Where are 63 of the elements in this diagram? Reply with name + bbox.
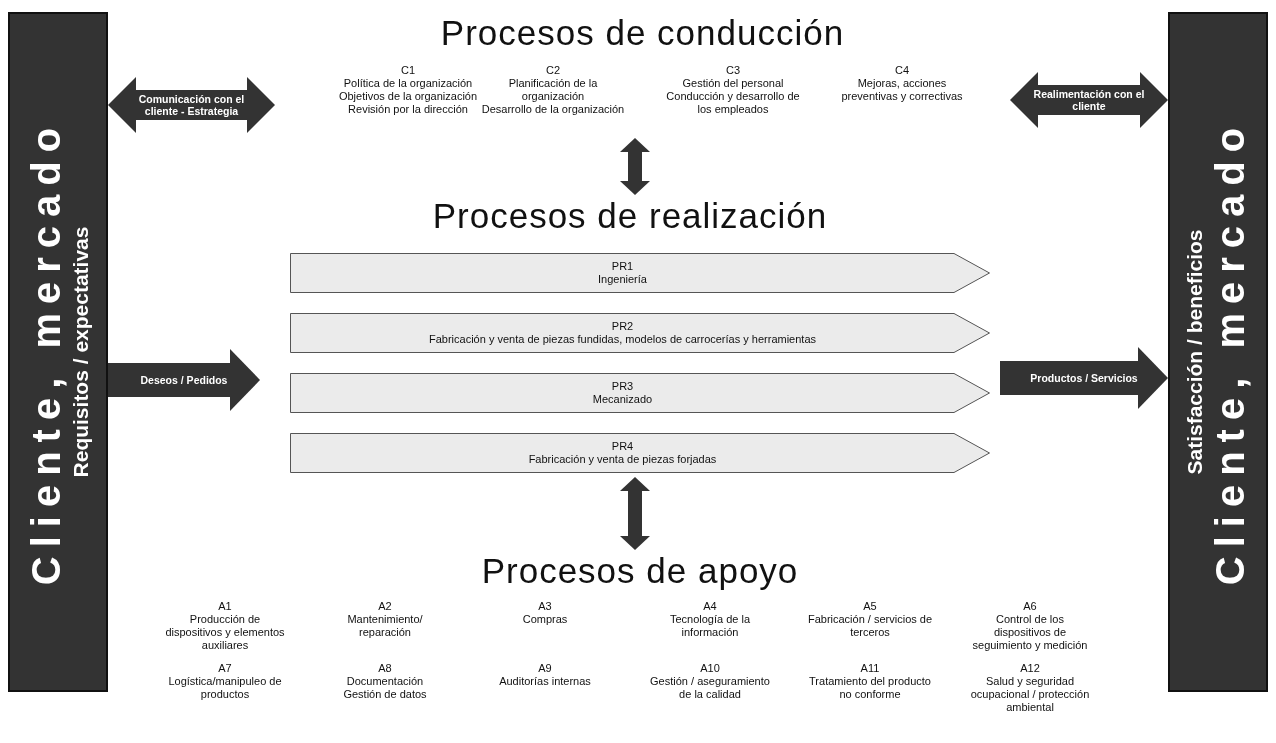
process-code: A12 bbox=[1019, 662, 1041, 675]
band-subtitle: Requisitos / expectativas bbox=[69, 226, 93, 478]
section-heading: Procesos de apoyo bbox=[481, 551, 799, 590]
process-code: A2 bbox=[377, 600, 393, 613]
process-code: C4 bbox=[893, 64, 911, 77]
process-code: A5 bbox=[862, 600, 878, 613]
process-code: A10 bbox=[699, 662, 721, 675]
block-arrow bbox=[108, 349, 260, 411]
process-code: PR4 bbox=[611, 440, 635, 453]
process-code: A1 bbox=[217, 600, 233, 613]
band-title: Cliente, mercado bbox=[23, 118, 69, 586]
process-name: Ingeniería bbox=[598, 273, 648, 286]
block-arrow bbox=[620, 138, 650, 195]
process-name: Conducción y desarrollo de los empleados bbox=[665, 90, 801, 116]
process-code: PR1 bbox=[611, 260, 635, 273]
process-name: Fabricación / servicios de terceros bbox=[807, 613, 933, 639]
section-heading: Procesos de conducción bbox=[440, 13, 845, 52]
process-banner bbox=[290, 313, 990, 353]
process-name: Auditorías internas bbox=[498, 675, 592, 688]
process-name: Gestión / aseguramiento de la calidad bbox=[649, 675, 771, 701]
process-banner bbox=[290, 253, 990, 293]
process-banner bbox=[290, 373, 990, 413]
process-name: Documentación bbox=[345, 675, 425, 688]
process-name: Tratamiento del producto no conforme bbox=[808, 675, 932, 701]
process-name: Gestión del personal bbox=[681, 77, 785, 90]
process-code: A7 bbox=[217, 662, 233, 675]
process-name: Mantenimiento/ reparación bbox=[346, 613, 424, 639]
band-title: Cliente, mercado bbox=[1207, 118, 1253, 586]
process-code: PR2 bbox=[611, 320, 635, 333]
vertical-band bbox=[8, 12, 108, 692]
section-heading: Procesos de realización bbox=[432, 196, 828, 235]
process-name: Política de la organización bbox=[342, 77, 474, 90]
process-name: Fabricación y venta de piezas fundidas, modelos de carrocerías y herramientas bbox=[429, 333, 817, 346]
process-name: Gestión de datos bbox=[342, 688, 428, 701]
process-code: C2 bbox=[544, 64, 562, 77]
process-code: C3 bbox=[724, 64, 742, 77]
process-name: Logística/manipuleo de productos bbox=[167, 675, 283, 701]
process-name: Fabricación y venta de piezas forjadas bbox=[528, 453, 718, 466]
process-code: PR3 bbox=[611, 380, 635, 393]
process-code: A4 bbox=[702, 600, 718, 613]
process-code: A9 bbox=[537, 662, 553, 675]
block-arrow bbox=[620, 477, 650, 550]
band-subtitle: Satisfacción / beneficios bbox=[1183, 229, 1207, 475]
process-name: Control de los dispositivos de seguimiento y medición bbox=[971, 613, 1089, 652]
vertical-band bbox=[1168, 12, 1268, 692]
block-arrow bbox=[1000, 347, 1168, 409]
process-code: C1 bbox=[399, 64, 417, 77]
process-name: Tecnología de la información bbox=[668, 613, 752, 639]
process-name: Objetivos de la organización bbox=[337, 90, 479, 103]
process-name: Planificación de la organización bbox=[507, 77, 599, 103]
process-name: Mejoras, acciones preventivas y correctivas bbox=[840, 77, 964, 103]
process-code: A3 bbox=[537, 600, 553, 613]
process-name: Mecanizado bbox=[592, 393, 654, 406]
process-code: A8 bbox=[377, 662, 393, 675]
process-code: A11 bbox=[859, 662, 881, 675]
block-arrow bbox=[108, 77, 275, 133]
process-code: A6 bbox=[1022, 600, 1038, 613]
process-name: Producción de dispositivos y elementos auxiliares bbox=[164, 613, 286, 652]
process-name: Compras bbox=[521, 613, 569, 626]
process-banner bbox=[290, 433, 990, 473]
process-name: Desarrollo de la organización bbox=[480, 103, 626, 116]
process-name: Salud y seguridad ocupacional / protección ambiental bbox=[969, 675, 1091, 714]
block-arrow bbox=[1010, 72, 1168, 128]
